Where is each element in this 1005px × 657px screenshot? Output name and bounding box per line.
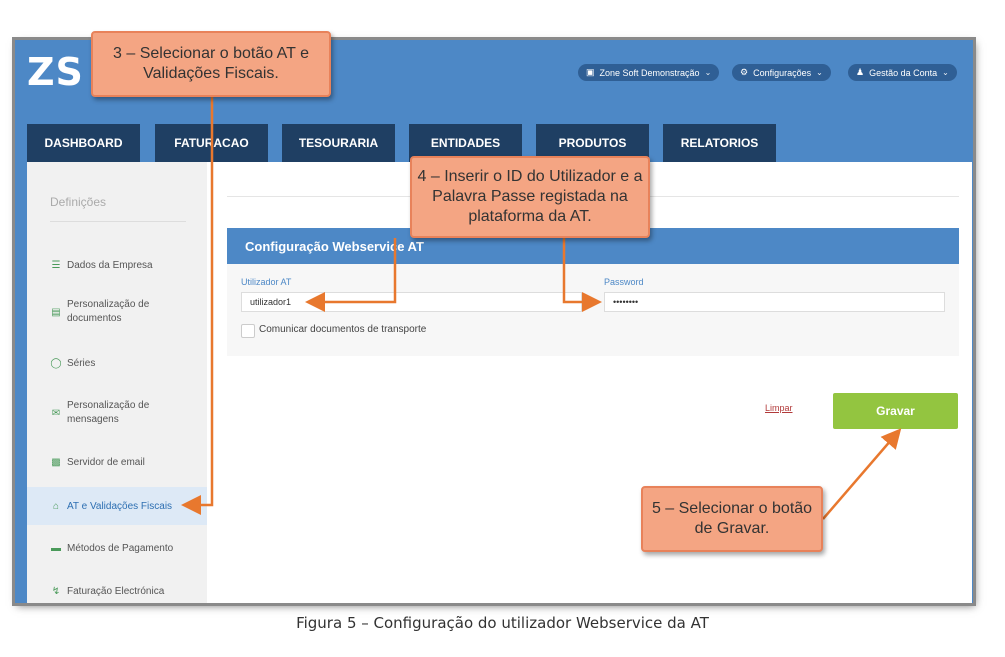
sidebar-item-series[interactable]: ◯ Séries xyxy=(27,354,207,372)
password-label: Password xyxy=(604,277,644,287)
sidebar-item-faturacao-electronica[interactable]: ↯ Faturação Electrónica xyxy=(27,582,207,600)
tab-produtos[interactable]: PRODUTOS xyxy=(536,124,649,162)
mail-icon: ✉ xyxy=(51,407,61,419)
chevron-down-icon: ⌄ xyxy=(704,68,712,77)
app-window: ZS ▣ Zone Soft Demonstração ⌄ ⚙ Configur… xyxy=(15,40,973,603)
sidebar: Definições ☰ Dados da Empresa ▤ Personal… xyxy=(27,162,207,603)
account-button-label: Gestão da Conta xyxy=(869,67,938,78)
sidebar-item-personalizacao-mensagens[interactable]: ✉ Personalização de mensagens xyxy=(27,397,207,429)
sidebar-item-label: Dados da Empresa xyxy=(67,259,153,271)
sidebar-item-label: Personalização de documentos xyxy=(67,299,150,324)
series-icon: ◯ xyxy=(50,357,62,369)
document-icon: ▤ xyxy=(51,306,61,318)
sidebar-item-at-validacoes[interactable]: ⌂ AT e Validações Fiscais xyxy=(27,487,207,525)
save-button[interactable]: Gravar xyxy=(833,393,958,429)
card-icon: ▬ xyxy=(51,542,61,554)
transport-label: Comunicar documentos de transporte xyxy=(259,324,427,335)
list-icon: ☰ xyxy=(51,259,61,271)
server-icon: ▩ xyxy=(51,456,61,468)
tab-dashboard[interactable]: DASHBOARD xyxy=(27,124,140,162)
form-body: Utilizador AT utilizador1 Password •••••… xyxy=(227,264,959,356)
clear-link[interactable]: Limpar xyxy=(765,403,793,413)
sidebar-item-label: AT e Validações Fiscais xyxy=(67,500,173,512)
sidebar-item-label: Métodos de Pagamento xyxy=(67,542,174,554)
gear-icon: ⚙ xyxy=(740,67,749,77)
settings-button-label: Configurações xyxy=(753,67,812,78)
bank-icon: ⌂ xyxy=(52,500,60,512)
briefcase-icon: ▣ xyxy=(586,67,595,77)
sidebar-title: Definições xyxy=(50,195,107,209)
tab-tesouraria[interactable]: TESOURARIA xyxy=(282,124,395,162)
sidebar-item-metodos-pagamento[interactable]: ▬ Métodos de Pagamento xyxy=(27,539,207,557)
sidebar-item-personalizacao-documentos[interactable]: ▤ Personalização de documentos xyxy=(27,296,207,328)
callout-step5-text: 5 – Selecionar o botão de Gravar. xyxy=(651,500,813,537)
user-input[interactable]: utilizador1 xyxy=(241,292,582,312)
sidebar-divider xyxy=(50,221,186,222)
figure-caption: Figura 5 – Configuração do utilizador We… xyxy=(296,614,709,632)
app-logo: ZS xyxy=(27,50,84,94)
chevron-down-icon: ⌄ xyxy=(816,68,823,77)
company-button[interactable]: ▣ Zone Soft Demonstração ⌄ xyxy=(578,64,720,81)
sidebar-item-label: Séries xyxy=(67,357,96,369)
transport-checkbox[interactable] xyxy=(241,324,255,338)
lightning-icon: ↯ xyxy=(51,585,61,597)
chevron-down-icon: ⌄ xyxy=(942,68,949,77)
callout-step4-text: 4 – Inserir o ID do Utilizador e a Palav… xyxy=(417,168,643,225)
sidebar-item-label: Faturação Electrónica xyxy=(67,585,165,597)
callout-step4: 4 – Inserir o ID do Utilizador e a Palav… xyxy=(410,156,650,238)
callout-step5: 5 – Selecionar o botão de Gravar. xyxy=(641,486,823,552)
account-button[interactable]: ♟ Gestão da Conta ⌄ xyxy=(848,64,957,81)
password-input[interactable]: •••••••• xyxy=(604,292,945,312)
callout-step3-text: 3 – Selecionar o botão AT e Validações F… xyxy=(113,45,309,82)
callout-step3: 3 – Selecionar o botão AT e Validações F… xyxy=(91,31,331,97)
settings-button[interactable]: ⚙ Configurações ⌄ xyxy=(732,64,831,81)
sidebar-item-servidor-email[interactable]: ▩ Servidor de email xyxy=(27,453,207,471)
sidebar-item-label: Personalização de mensagens xyxy=(67,400,150,425)
user-icon: ♟ xyxy=(856,67,865,77)
company-button-label: Zone Soft Demonstração xyxy=(599,67,700,78)
tab-relatorios[interactable]: RELATORIOS xyxy=(663,124,776,162)
sidebar-item-label: Servidor de email xyxy=(67,456,145,468)
user-label: Utilizador AT xyxy=(241,277,292,287)
content-area: Definições ☰ Dados da Empresa ▤ Personal… xyxy=(27,162,972,603)
tab-faturacao[interactable]: FATURACAO xyxy=(155,124,268,162)
tab-entidades[interactable]: ENTIDADES xyxy=(409,124,522,162)
sidebar-item-dados-empresa[interactable]: ☰ Dados da Empresa xyxy=(27,256,207,274)
